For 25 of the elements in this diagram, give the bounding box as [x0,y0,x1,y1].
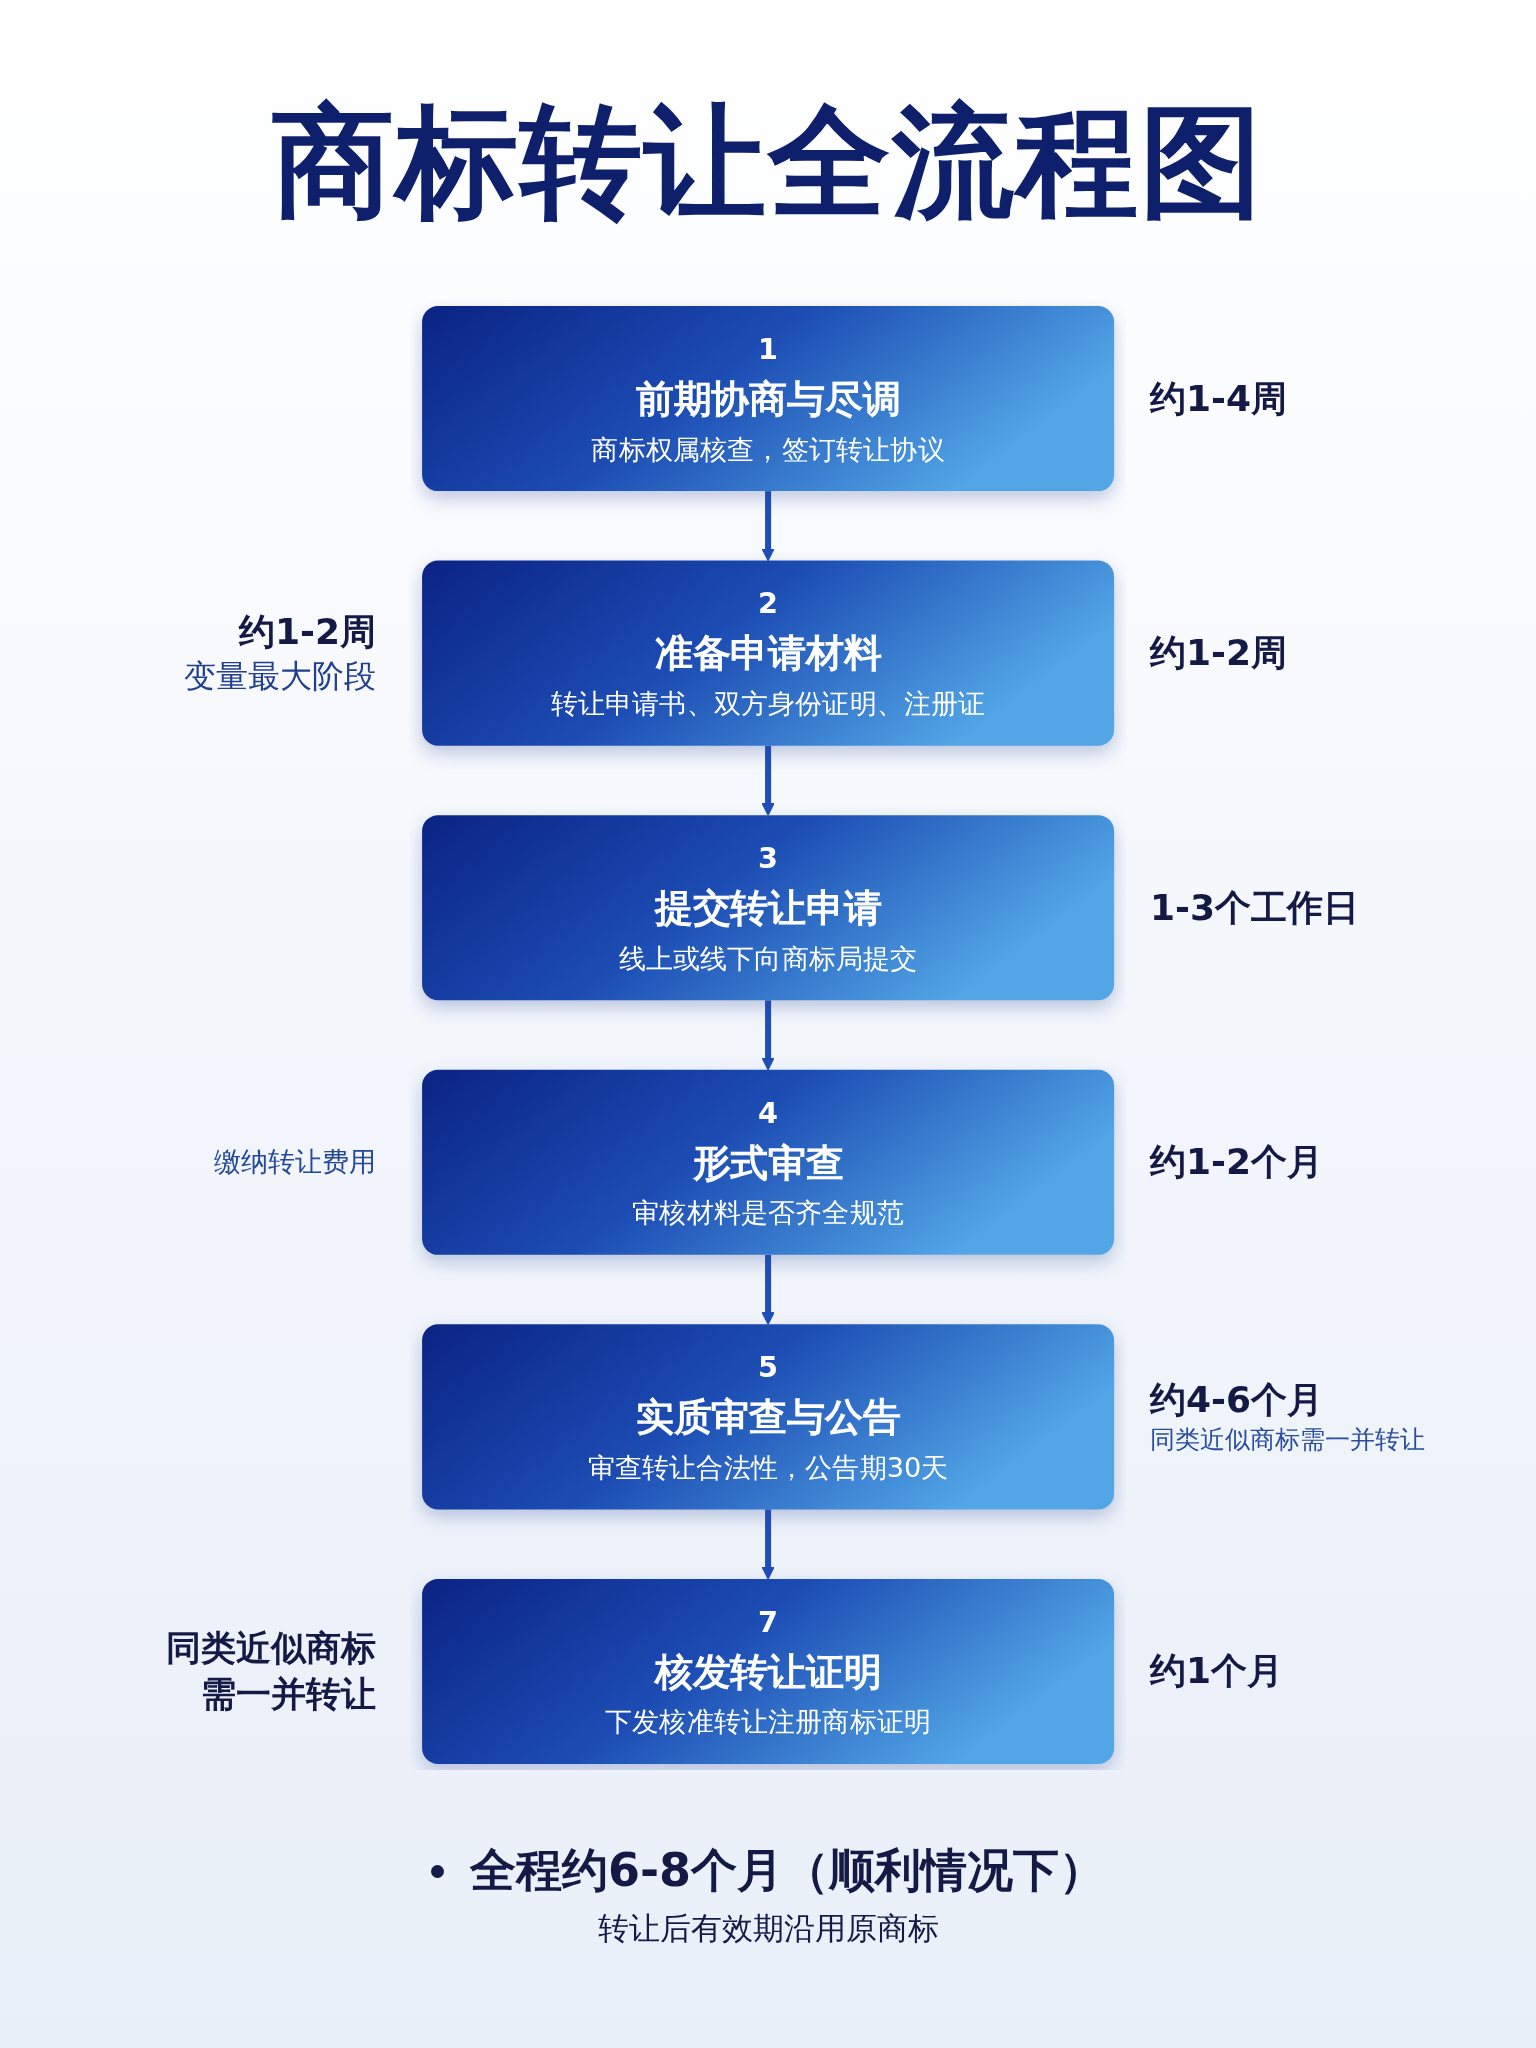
note-text: 转让后有效期沿用原商标 [597,1909,939,1948]
note-text: 变量最大阶段 [184,655,376,697]
arrow [761,1254,775,1325]
process-box: 4 形式审查 审核材料是否齐全规范 [422,1069,1114,1255]
arrow [761,491,775,562]
arrow [761,1000,775,1071]
duration-text: 约1-2个月 [1150,1139,1324,1184]
note-text: 缴纳转让费用 [214,1145,376,1180]
note-text: 同类近似商标需一并转让 [1150,1424,1425,1456]
duration-text: 约1-2周 [238,609,376,654]
duration-text: 1-3个工作日 [1150,885,1360,930]
duration-text: 约1-2周 [1150,630,1288,675]
process-box: 7 核发转让证明 下发核准转让注册商标证明 [422,1578,1114,1764]
arrow [761,745,775,816]
process-box: 1 前期协商与尽调 商标权属核查，签订转让协议 [422,306,1114,492]
process-box: 5 实质审查与公告 审查转让合法性，公告期30天 [422,1324,1114,1510]
note-text: 同类近似商标需一并转让 [165,1626,376,1716]
duration-text: 约1个月 [1150,1649,1284,1693]
process-box: 3 提交转让申请 线上或线下向商标局提交 [422,815,1114,1001]
process-box: 2 准备申请材料 转让申请书、双方身份证明、注册证 [422,560,1114,746]
summary-text: 全程约6-8个月（顺利情况下） [469,1842,1106,1899]
duration-text: 约4-6个月 [1150,1378,1324,1423]
arrow [761,1509,775,1580]
diagram-title: 商标转让全流程图 [272,92,1264,233]
duration-text: 约1-4周 [1150,376,1288,421]
